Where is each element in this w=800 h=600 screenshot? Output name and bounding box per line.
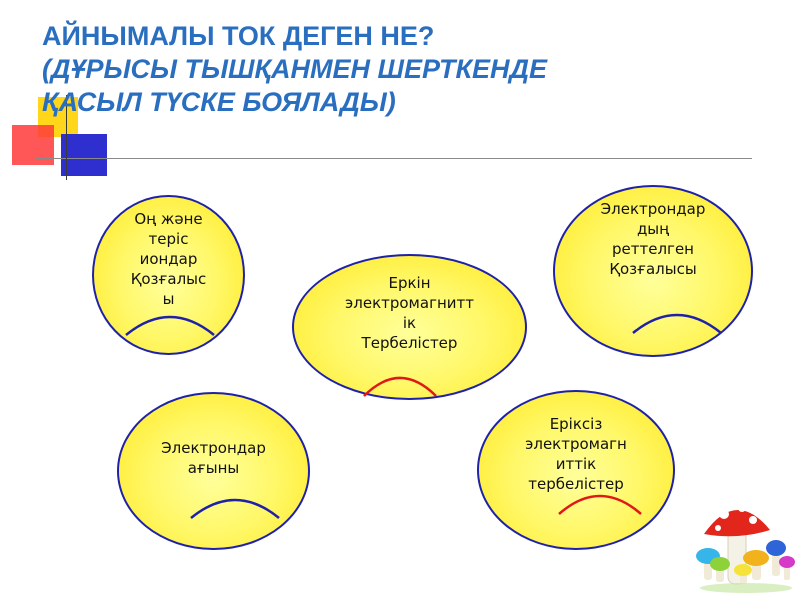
title-line-3: ҚАСЫЛ ТҮСКЕ БОЯЛАДЫ) xyxy=(42,87,396,117)
bubble-text: Электрондар ағыны xyxy=(161,439,266,477)
bubble-text: Еріксіз электромагн иттік тербелістер xyxy=(525,415,627,493)
bubble-text: Оң және теріс иондар Қозғалыс ы xyxy=(130,210,207,308)
sad-mouth-icon xyxy=(558,494,642,515)
decor-blue-square xyxy=(61,134,107,176)
bubble-text: Еркін электромагнитт ік Тербелістер xyxy=(345,274,474,352)
bubble-text: Электрондар дың реттелген Қозғалысы xyxy=(600,200,706,278)
decor-vertical-line xyxy=(66,95,67,180)
sad-mouth-icon xyxy=(632,313,722,334)
answer-bubble-electron-flow[interactable]: Электрондар ағыны xyxy=(117,392,310,550)
answer-bubble-forced-oscillations[interactable]: Еріксіз электромагн иттік тербелістер xyxy=(477,390,675,550)
answer-bubble-ions[interactable]: Оң және теріс иондар Қозғалыс ы xyxy=(92,195,245,355)
sad-mouth-icon xyxy=(190,498,280,519)
page-title: АЙНЫМАЛЫ ТОК ДЕГЕН НЕ? (ДҰРЫСЫ ТЫШҚАНМЕН… xyxy=(42,20,762,119)
sad-mouth-icon xyxy=(363,376,437,397)
sad-mouth-icon xyxy=(125,315,215,336)
answer-bubble-ordered-electrons[interactable]: Электрондар дың реттелген Қозғалысы xyxy=(553,185,753,357)
title-line-2: (ДҰРЫСЫ ТЫШҚАНМЕН ШЕРТКЕНДЕ xyxy=(42,54,548,84)
answer-bubble-free-oscillations[interactable]: Еркін электромагнитт ік Тербелістер xyxy=(292,254,527,400)
title-line-1: АЙНЫМАЛЫ ТОК ДЕГЕН НЕ? xyxy=(42,21,435,51)
decor-red-square xyxy=(12,125,54,165)
mushroom-icon xyxy=(696,504,795,593)
title-divider xyxy=(36,158,752,159)
